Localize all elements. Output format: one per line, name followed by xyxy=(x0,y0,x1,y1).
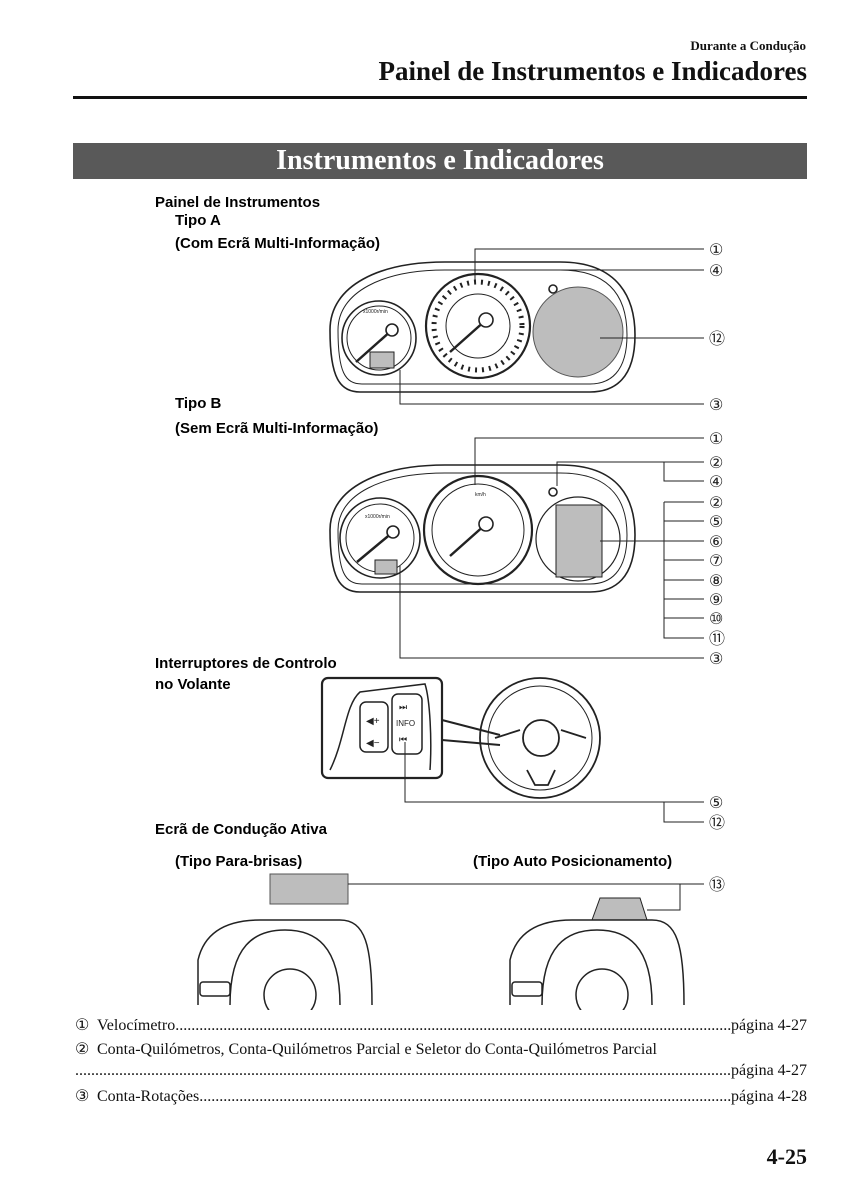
callout-b-11: ⑪ xyxy=(709,630,725,648)
entry-text: Conta-Quilómetros, Conta-Quilómetros Par… xyxy=(97,1041,657,1058)
volume-up-icon: ◀+ xyxy=(366,716,380,727)
legend-entry-1: ① Velocímetro página 4-27 xyxy=(75,1015,807,1035)
type-a-label: Tipo A xyxy=(175,212,221,229)
type-a-cluster xyxy=(329,261,636,393)
instrument-panel-heading: Painel de Instrumentos xyxy=(155,194,320,211)
callout-b-2b: ② xyxy=(709,495,723,512)
entry-leader-dots xyxy=(75,1062,731,1080)
dashboard-left xyxy=(197,919,373,1010)
entry-leader-dots xyxy=(199,1088,731,1106)
tachometer-b-unit: x1000r/min xyxy=(365,514,390,520)
volume-down-icon: ◀− xyxy=(366,738,380,749)
type-b-note: (Sem Ecrã Multi-Informação) xyxy=(175,420,378,437)
active-display-heading: Ecrã de Condução Ativa xyxy=(155,821,328,838)
switches-heading-line1: Interruptores de Controlo xyxy=(155,655,337,672)
entry-page: página 4-27 xyxy=(731,1017,807,1034)
callout-a-1: ① xyxy=(709,242,723,259)
callout-a-4: ④ xyxy=(709,263,723,280)
section-label: Durante a Condução xyxy=(690,38,806,53)
callout-b-3: ③ xyxy=(709,651,723,668)
type-b-label: Tipo B xyxy=(175,395,222,412)
legend-entry-3: ③ Conta-Rotações página 4-28 xyxy=(75,1086,807,1106)
legend-entry-2: ② Conta-Quilómetros, Conta-Quilómetros P… xyxy=(75,1039,807,1059)
instrument-figure: Painel de Instrumentos Tipo A (Com Ecrã … xyxy=(155,194,725,1010)
callout-b-8: ⑧ xyxy=(709,573,723,590)
entry-text: Conta-Rotações xyxy=(97,1088,200,1105)
callout-b-6: ⑥ xyxy=(709,534,723,551)
page-number: 4-25 xyxy=(766,1144,807,1169)
type-a-note: (Com Ecrã Multi-Informação) xyxy=(175,235,380,252)
page-title: Painel de Instrumentos e Indicadores xyxy=(378,56,807,86)
steering-switch-inset xyxy=(320,676,501,780)
entry-text: Velocímetro xyxy=(97,1017,176,1034)
callout-s-5: ⑤ xyxy=(709,795,723,812)
callout-b-1: ① xyxy=(709,431,723,448)
callout-a-3: ③ xyxy=(709,397,723,414)
tachometer-unit: x1000r/min xyxy=(363,309,388,315)
next-track-icon: ⏭ xyxy=(399,702,407,712)
entry-number: ③ xyxy=(75,1088,90,1105)
callout-b-7: ⑦ xyxy=(709,553,723,570)
callout-s-12: ⑫ xyxy=(709,814,725,832)
combiner-display xyxy=(591,897,648,921)
speedometer-b-unit: km/h xyxy=(475,492,486,498)
dashboard-right xyxy=(509,919,685,1010)
entry-page: página 4-28 xyxy=(731,1088,807,1105)
entry-page: página 4-27 xyxy=(731,1062,807,1079)
callout-b-10: ⑩ xyxy=(709,611,723,628)
steering-wheel xyxy=(479,677,601,799)
switch-leaders xyxy=(404,742,704,823)
type-b-cluster xyxy=(329,464,636,593)
section-banner: Instrumentos e Indicadores xyxy=(73,143,807,179)
prev-track-icon: ⏮ xyxy=(399,734,407,744)
type-b-leaders xyxy=(399,437,704,659)
windshield-type-label: (Tipo Para-brisas) xyxy=(175,853,302,870)
callout-b-9: ⑨ xyxy=(709,592,723,609)
legend-entry-2-continued: página 4-27 xyxy=(75,1062,807,1080)
callout-d-13: ⑬ xyxy=(709,876,725,894)
windshield-display xyxy=(269,873,349,905)
callout-b-5: ⑤ xyxy=(709,514,723,531)
entry-number: ① xyxy=(75,1017,90,1034)
switches-heading-line2: no Volante xyxy=(155,676,231,693)
entry-leader-dots xyxy=(175,1017,731,1035)
entry-number: ② xyxy=(75,1041,90,1058)
callout-a-12: ⑫ xyxy=(709,330,725,348)
auto-position-type-label: (Tipo Auto Posicionamento) xyxy=(473,853,672,870)
title-rule xyxy=(73,96,807,99)
type-a-leaders xyxy=(399,248,704,405)
callout-b-4: ④ xyxy=(709,474,723,491)
info-switch-label: INFO xyxy=(396,719,415,728)
callout-b-2: ② xyxy=(709,455,723,472)
active-display-leaders xyxy=(348,883,704,911)
